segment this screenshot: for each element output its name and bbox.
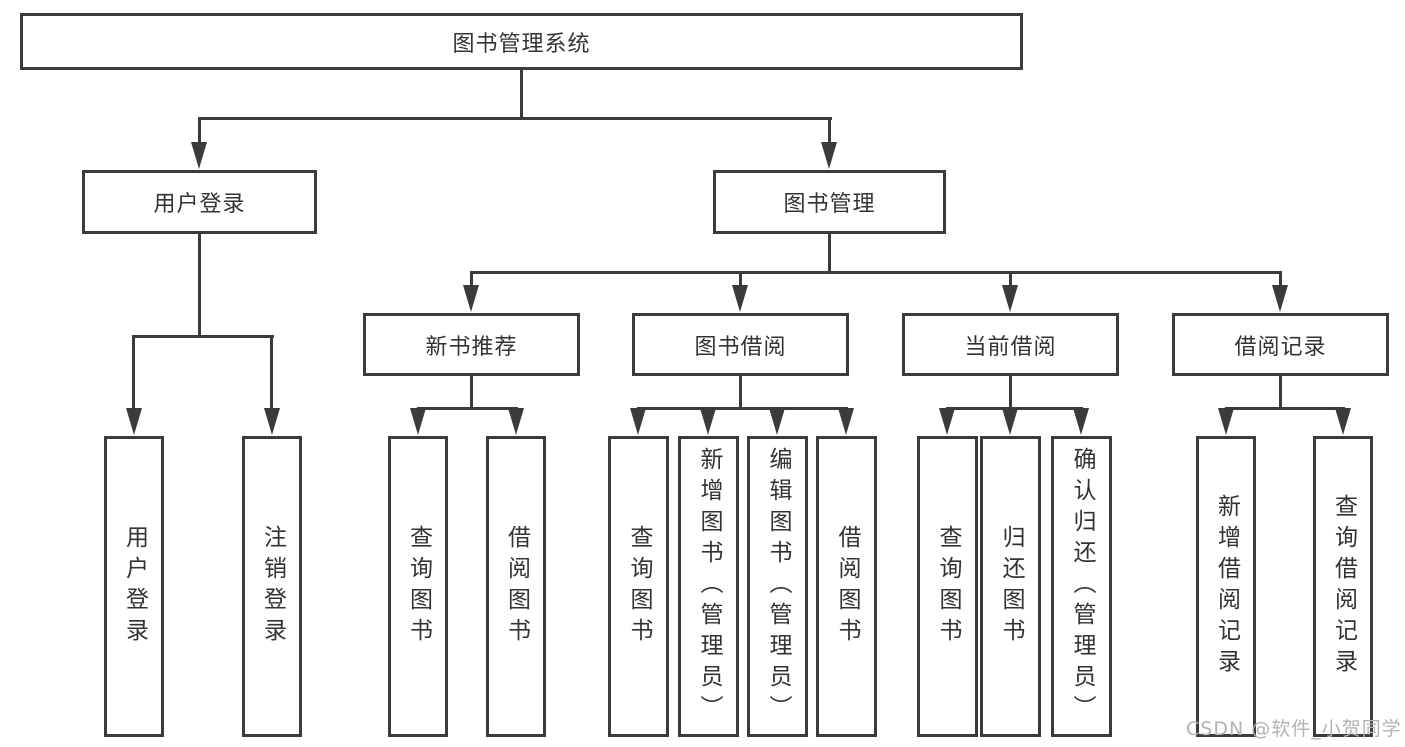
leaf-add-book-admin: 新增图书（管理员） (678, 436, 739, 737)
arrow-down-icon (191, 142, 207, 169)
arrow-down-icon (732, 285, 748, 312)
node-label: 新增图书（管理员） (696, 447, 722, 726)
node-label: 用户登录 (153, 192, 246, 217)
node-new-book-recommend: 新书推荐 (363, 313, 580, 376)
connector-stem (198, 117, 201, 144)
connector-current-borrowing-trunk (1009, 376, 1012, 409)
leaf-borrow-books: 借阅图书 (816, 436, 877, 737)
arrow-down-icon (939, 408, 955, 435)
connector-stem (828, 117, 831, 144)
leaf-add-borrow-record: 新增借阅记录 (1196, 436, 1256, 737)
node-book-management: 图书管理 (713, 170, 946, 234)
arrow-down-icon (1218, 408, 1234, 435)
arrow-down-icon (463, 285, 479, 312)
leaf-edit-book-admin: 编辑图书（管理员） (747, 436, 808, 737)
node-user-login: 用户登录 (82, 170, 317, 234)
arrow-down-icon (508, 408, 524, 435)
connector-stem (132, 335, 135, 410)
leaf-logout: 注销登录 (242, 436, 302, 737)
leaf-return-books: 归还图书 (980, 436, 1041, 737)
node-label: 图书管理 (783, 192, 876, 217)
connector-stem (1279, 271, 1282, 287)
node-label: 当前借阅 (964, 334, 1057, 360)
connector-stem (1009, 271, 1012, 287)
node-label: 用户登录 (121, 524, 148, 649)
node-label: 注销登录 (259, 524, 286, 649)
connector-book-borrowing-branch (637, 407, 848, 410)
node-label: 借阅图书 (503, 524, 530, 649)
connector-borrow-records-branch (1225, 407, 1345, 410)
node-borrowing-records: 借阅记录 (1172, 313, 1389, 376)
arrow-down-icon (126, 408, 142, 435)
arrow-down-icon (821, 142, 837, 169)
leaf-query-borrow-record: 查询借阅记录 (1313, 436, 1373, 737)
connector-root-trunk (520, 69, 523, 119)
node-label: 新书推荐 (425, 334, 518, 360)
arrow-down-icon (1335, 408, 1351, 435)
node-label: 查询图书 (626, 524, 652, 649)
node-label: 确认归还（管理员） (1069, 447, 1095, 726)
leaf-query-books: 查询图书 (917, 436, 978, 737)
leaf-borrow-books: 借阅图书 (486, 436, 546, 737)
arrow-down-icon (410, 408, 426, 435)
leaf-query-books: 查询图书 (388, 436, 448, 737)
connector-stem (270, 335, 273, 410)
node-label: 查询借阅记录 (1330, 493, 1357, 680)
connector-book-borrowing-trunk (739, 376, 742, 409)
connector-stem (739, 271, 742, 287)
node-label: 图书管理系统 (452, 31, 591, 57)
arrow-down-icon (1272, 285, 1288, 312)
connector-book-mgmt-trunk (828, 234, 831, 273)
connector-stem (470, 271, 473, 287)
arrow-down-icon (1002, 408, 1018, 435)
leaf-query-books: 查询图书 (608, 436, 669, 737)
connector-new-book-branch (417, 407, 518, 410)
node-label: 编辑图书（管理员） (765, 447, 791, 726)
connector-level2-branch (470, 271, 1281, 274)
node-library-system: 图书管理系统 (20, 13, 1023, 70)
arrow-down-icon (838, 408, 854, 435)
node-label: 归还图书 (998, 524, 1024, 649)
node-label: 借阅图书 (834, 524, 860, 649)
arrow-down-icon (700, 408, 716, 435)
watermark-csdn: CSDN @软件_小贺同学 (1186, 718, 1402, 740)
arrow-down-icon (1002, 285, 1018, 312)
arrow-down-icon (264, 408, 280, 435)
connector-new-book-trunk (470, 376, 473, 409)
connector-borrow-records-trunk (1279, 376, 1282, 409)
node-label: 新增借阅记录 (1213, 493, 1240, 680)
arrow-down-icon (769, 408, 785, 435)
node-label: 图书借阅 (694, 334, 787, 360)
leaf-user-login: 用户登录 (104, 436, 164, 737)
arrow-down-icon (1073, 408, 1089, 435)
connector-user-login-branch (133, 335, 274, 338)
node-current-borrowing: 当前借阅 (902, 313, 1119, 376)
node-book-borrowing: 图书借阅 (632, 313, 849, 376)
connector-level1-branch (198, 117, 832, 120)
arrow-down-icon (630, 408, 646, 435)
node-label: 查询图书 (405, 524, 432, 649)
node-label: 查询图书 (935, 524, 961, 649)
leaf-confirm-return-admin: 确认归还（管理员） (1051, 436, 1112, 737)
connector-user-login-trunk (198, 234, 201, 337)
node-label: 借阅记录 (1234, 334, 1327, 360)
